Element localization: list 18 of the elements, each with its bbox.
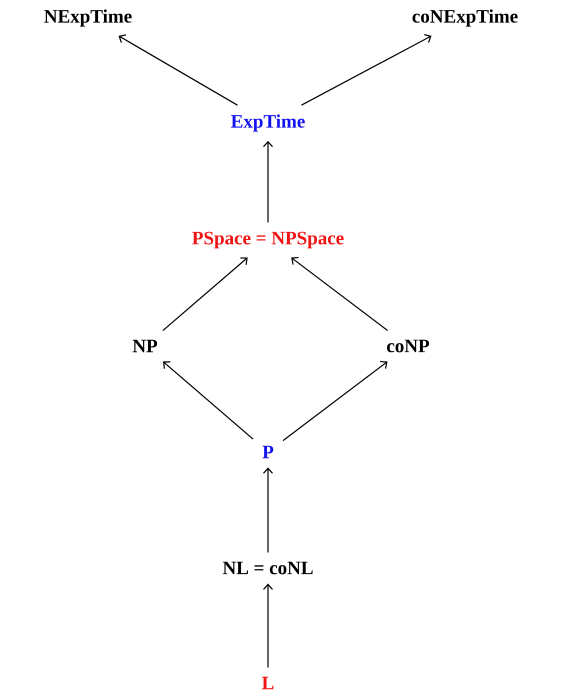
arrow xyxy=(291,256,388,331)
class-label: NL = coNL xyxy=(222,562,313,574)
arrow xyxy=(263,140,273,222)
arrow xyxy=(301,34,432,106)
arrow xyxy=(263,584,273,668)
class-label: NP xyxy=(132,340,158,352)
arrow xyxy=(162,257,248,332)
class-label: coNP xyxy=(387,340,430,352)
arrow xyxy=(282,360,388,442)
arrow xyxy=(263,467,273,552)
class-label: P xyxy=(262,446,274,458)
class-label: ExpTime xyxy=(231,114,305,132)
arrow xyxy=(162,361,254,440)
class-label: L xyxy=(262,676,274,690)
class-label: NExpTime xyxy=(44,9,132,27)
arrow xyxy=(118,34,238,106)
class-label: coNExpTime xyxy=(412,9,518,27)
class-label: PSpace = NPSpace xyxy=(192,232,344,248)
